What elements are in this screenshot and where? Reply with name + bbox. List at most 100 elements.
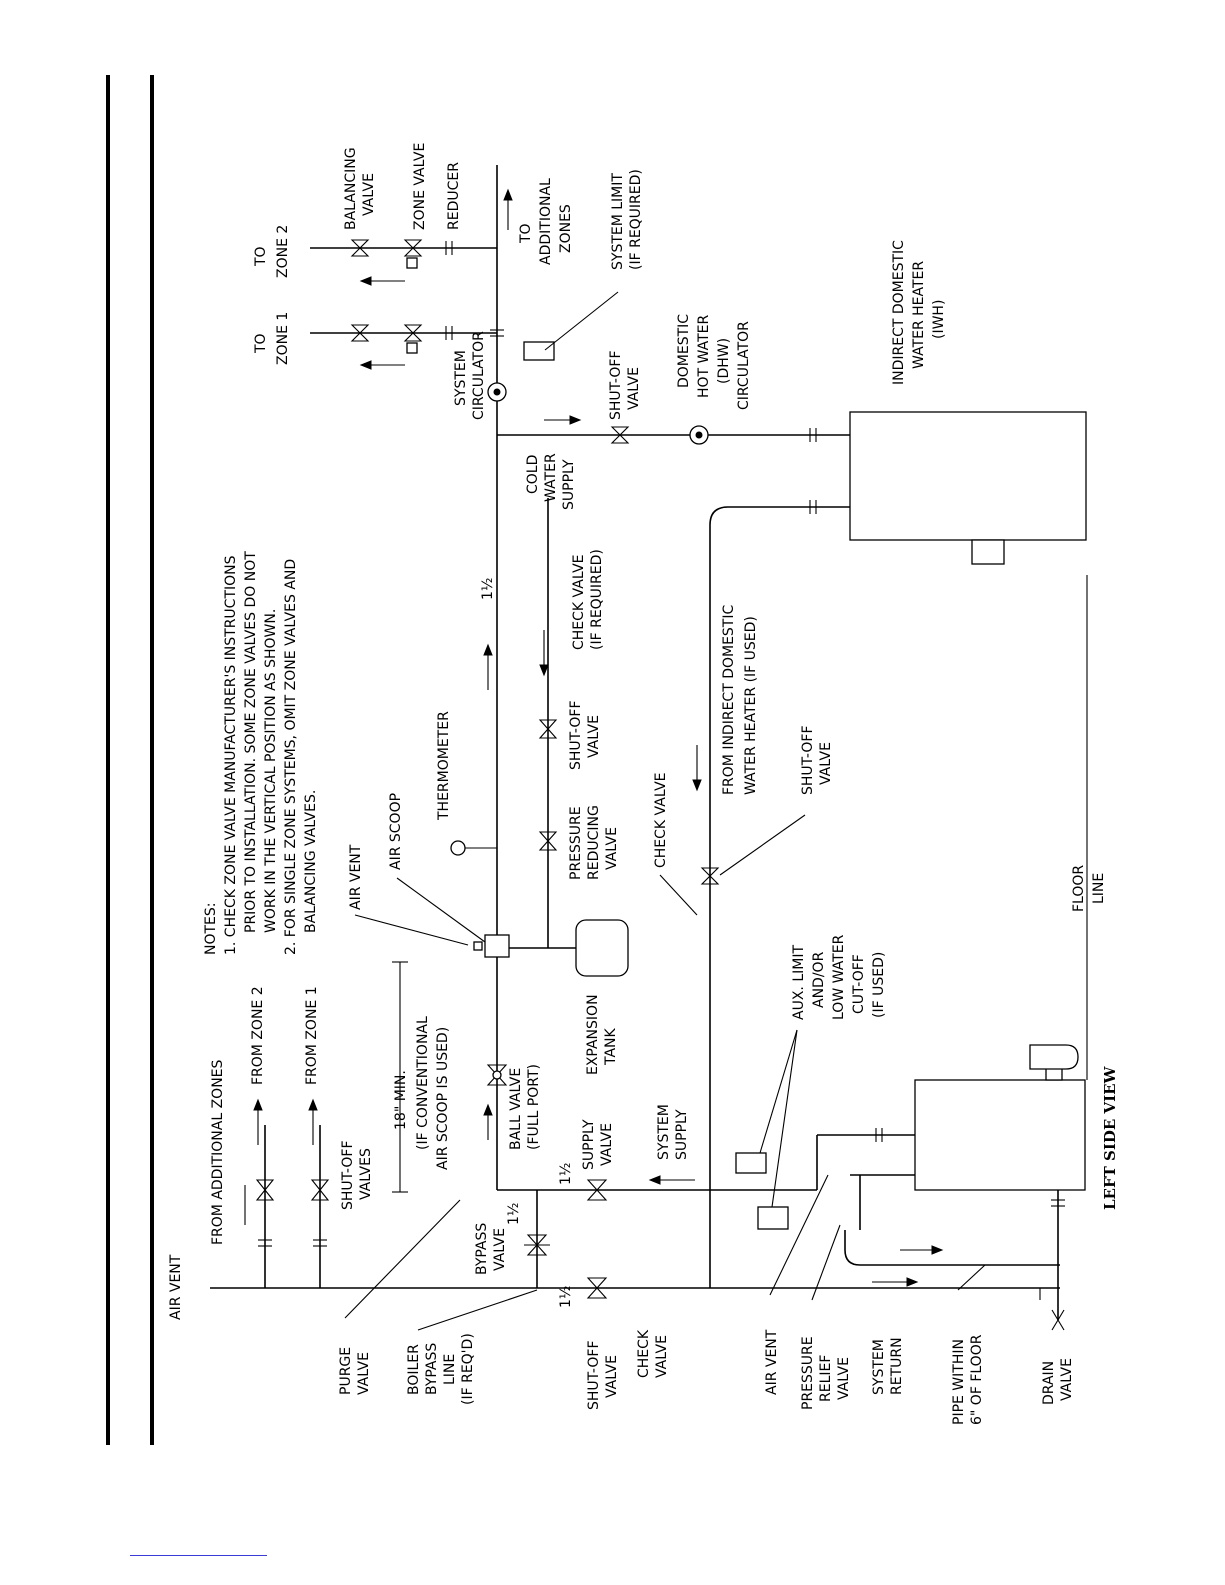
leader-lines bbox=[344, 291, 986, 1331]
boiler-burner-motor bbox=[1029, 1044, 1079, 1070]
svg-text:(IF USED): (IF USED) bbox=[871, 952, 887, 1018]
svg-text:VALVE: VALVE bbox=[604, 1355, 620, 1398]
pipe-size-supply: 1½ bbox=[558, 1163, 574, 1185]
svg-text:TO: TO bbox=[253, 246, 269, 267]
svg-text:SHUT-OFF: SHUT-OFF bbox=[568, 701, 584, 771]
svg-text:CUT-OFF: CUT-OFF bbox=[851, 954, 867, 1014]
svg-text:SUPPLY: SUPPLY bbox=[581, 1119, 597, 1170]
cold-shutoff-valve bbox=[538, 719, 558, 739]
svg-text:ZONE 1: ZONE 1 bbox=[275, 312, 291, 365]
note-line-1: 1. CHECK ZONE VALVE MANUFACTURER'S INSTR… bbox=[223, 555, 239, 955]
svg-text:COLD: COLD bbox=[525, 455, 541, 494]
prv-discharge-pipe bbox=[844, 1230, 1060, 1266]
svg-text:SYSTEM LIMIT: SYSTEM LIMIT bbox=[610, 173, 626, 270]
flow-arrows bbox=[244, 188, 944, 1287]
svg-text:INDIRECT DOMESTIC: INDIRECT DOMESTIC bbox=[891, 240, 907, 385]
air-scoop-label: AIR SCOOP bbox=[388, 793, 404, 870]
svg-text:VALVE: VALVE bbox=[626, 367, 642, 410]
expansion-tank bbox=[575, 919, 629, 977]
svg-text:WATER HEATER: WATER HEATER bbox=[911, 261, 927, 369]
check-valve-iwh-label: CHECK VALVE bbox=[653, 773, 669, 869]
indirect-water-heater bbox=[849, 411, 1087, 541]
svg-text:EXPANSION: EXPANSION bbox=[585, 994, 601, 1075]
footer-link-underline[interactable] bbox=[130, 1555, 267, 1556]
zone-valve-label: ZONE VALVE bbox=[412, 143, 428, 230]
svg-text:AND/OR: AND/OR bbox=[811, 951, 827, 1008]
svg-text:ZONE 2: ZONE 2 bbox=[275, 225, 291, 278]
svg-text:(IWH): (IWH) bbox=[931, 300, 947, 339]
ball-valve-symbol bbox=[486, 1064, 508, 1086]
svg-text:VALVE: VALVE bbox=[1059, 1358, 1075, 1401]
air-vent-label: AIR VENT bbox=[348, 844, 364, 910]
svg-text:(DHW): (DHW) bbox=[716, 338, 732, 384]
note-line-5: BALANCING VALVES. bbox=[303, 790, 319, 933]
iwh-return-elbow bbox=[709, 506, 850, 526]
svg-text:DRAIN: DRAIN bbox=[1041, 1361, 1057, 1405]
system-circulator-symbol bbox=[487, 382, 507, 402]
svg-text:PIPE WITHIN: PIPE WITHIN bbox=[951, 1339, 967, 1425]
svg-text:DOMESTIC: DOMESTIC bbox=[676, 314, 692, 388]
iwh-base bbox=[971, 539, 1005, 565]
air-scoop-symbol bbox=[484, 934, 510, 958]
svg-text:RELIEF: RELIEF bbox=[818, 1355, 834, 1402]
supply-valve bbox=[586, 1179, 608, 1201]
svg-text:TO: TO bbox=[518, 223, 534, 244]
svg-text:BALL VALVE: BALL VALVE bbox=[508, 1068, 524, 1150]
note-line-2: PRIOR TO INSTALLATION. SOME ZONE VALVES … bbox=[243, 551, 259, 933]
svg-text:PRESSURE: PRESSURE bbox=[568, 806, 584, 880]
from-zone-1-label: FROM ZONE 1 bbox=[304, 986, 320, 1085]
svg-text:AIR SCOOP IS USED): AIR SCOOP IS USED) bbox=[435, 1027, 451, 1170]
svg-text:VALVE: VALVE bbox=[654, 1335, 670, 1378]
svg-text:PRESSURE: PRESSURE bbox=[800, 1336, 816, 1410]
svg-text:VALVE: VALVE bbox=[604, 827, 620, 870]
system-limit-symbol bbox=[523, 341, 555, 361]
svg-text:LOW WATER: LOW WATER bbox=[831, 934, 847, 1020]
svg-text:TANK: TANK bbox=[603, 1027, 619, 1066]
from-zone-2-label: FROM ZONE 2 bbox=[250, 986, 266, 1085]
svg-text:SHUT-OFF: SHUT-OFF bbox=[608, 351, 624, 421]
zone1-balancing-valve bbox=[350, 324, 370, 342]
svg-text:VALVE: VALVE bbox=[599, 1123, 615, 1166]
svg-text:PURGE: PURGE bbox=[338, 1347, 354, 1395]
pressure-reducing-valve-symbol bbox=[538, 831, 558, 851]
svg-text:SYSTEM: SYSTEM bbox=[656, 1104, 672, 1160]
svg-text:VALVE: VALVE bbox=[361, 173, 377, 216]
svg-text:LINE: LINE bbox=[442, 1354, 458, 1385]
aux-limit-upper bbox=[735, 1152, 767, 1174]
zone2-shutoff-valve bbox=[255, 1179, 275, 1201]
reducer-label: REDUCER bbox=[446, 162, 462, 230]
note-line-3: WORK IN THE VERTICAL POSITION AS SHOWN. bbox=[263, 609, 279, 933]
svg-text:TO: TO bbox=[253, 333, 269, 354]
svg-text:CHECK: CHECK bbox=[636, 1329, 652, 1378]
zone1-zone-valve bbox=[403, 324, 423, 354]
svg-text:HOT WATER: HOT WATER bbox=[696, 314, 712, 398]
svg-text:SHUT-OFF: SHUT-OFF bbox=[800, 726, 816, 796]
svg-text:FLOOR: FLOOR bbox=[1071, 865, 1087, 912]
svg-text:WATER HEATER (IF USED): WATER HEATER (IF USED) bbox=[743, 616, 759, 795]
thermometer-symbol bbox=[450, 840, 466, 856]
pipe-size-bypass: 1½ bbox=[506, 1203, 522, 1225]
svg-text:SUPPLY: SUPPLY bbox=[561, 459, 577, 510]
to-zone-1-label: TO ZONE 1 bbox=[253, 312, 291, 365]
svg-text:SYSTEM: SYSTEM bbox=[871, 1339, 887, 1395]
svg-text:FROM INDIRECT DOMESTIC: FROM INDIRECT DOMESTIC bbox=[721, 605, 737, 795]
